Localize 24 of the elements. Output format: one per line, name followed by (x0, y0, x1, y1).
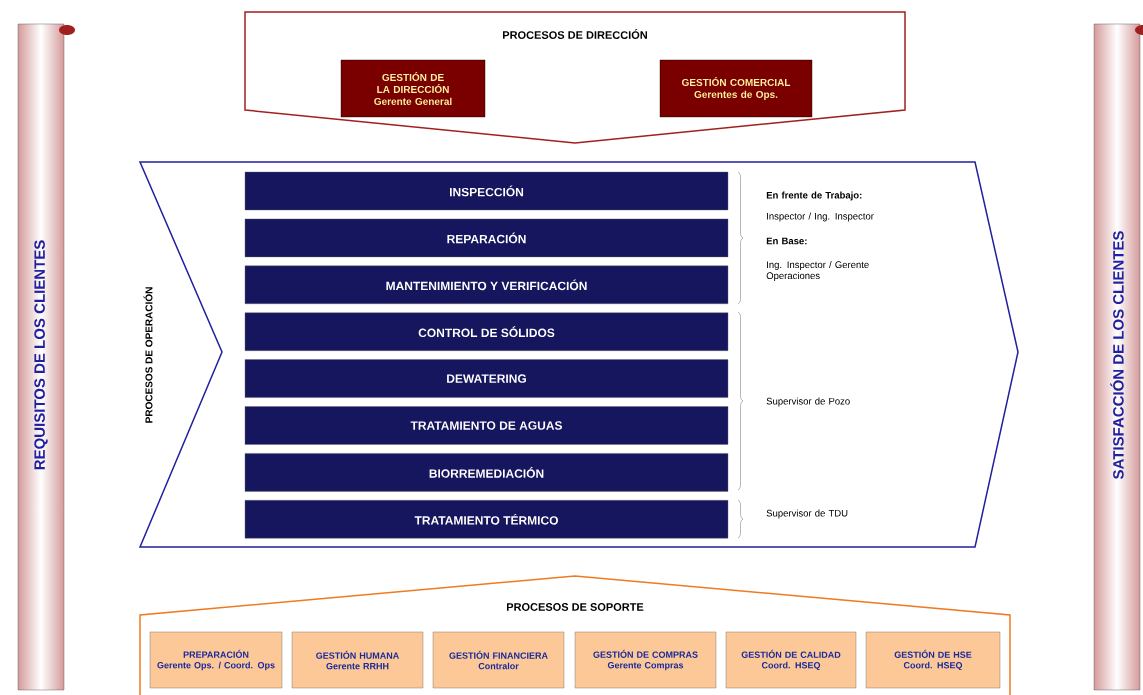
process-bar: DEWATERING (244, 359, 729, 398)
note-text: En frente de Trabajo: (766, 191, 862, 201)
note-text: Inspector / Ing. Inspector (767, 212, 874, 222)
process-bar: CONTROL DE SÓLIDOS (244, 312, 729, 351)
support-box: PREPARACIÓN Gerente Ops. / Coord. Ops (149, 631, 283, 689)
scroll-banner: SATISFACCIÓN DE LOS CLIENTES (1093, 23, 1143, 691)
process-bar: TRATAMIENTO DE AGUAS (244, 406, 729, 445)
process-bar: INSPECCIÓN (244, 171, 729, 211)
process-bar: MANTENIMIENTO Y VERIFICACIÓN (244, 265, 729, 304)
scroll-banner: REQUISITOS DE LOS CLIENTES (17, 23, 75, 691)
support-box: GESTIÓN HUMANA Gerente RRHH (291, 631, 424, 689)
support-box: GESTIÓN FINANCIERA Contralor (432, 631, 565, 689)
note-text: En Base: (766, 237, 807, 245)
note-text: Ing. Inspector / Gerente Operaciones (766, 261, 869, 281)
support-box: GESTIÓN DE HSE Coord. HSEQ (865, 631, 1001, 689)
process-bar: TRATAMIENTO TÉRMICO (244, 500, 729, 539)
process-box: GESTIÓN DE LA DIRECCIÓN Gerente General (340, 59, 486, 118)
support-box: GESTIÓN DE CALIDAD Coord. HSEQ (725, 631, 857, 689)
note-text: Supervisor de TDU (766, 509, 848, 519)
process-box: GESTIÓN COMERCIAL Gerentes de Ops. (659, 59, 813, 118)
process-bar: BIORREMEDIACIÓN (244, 453, 729, 492)
process-bar: REPARACIÓN (244, 218, 729, 258)
note-text: Supervisor de Pozo (766, 397, 850, 407)
support-box: GESTIÓN DE COMPRAS Gerente Compras (574, 631, 717, 689)
